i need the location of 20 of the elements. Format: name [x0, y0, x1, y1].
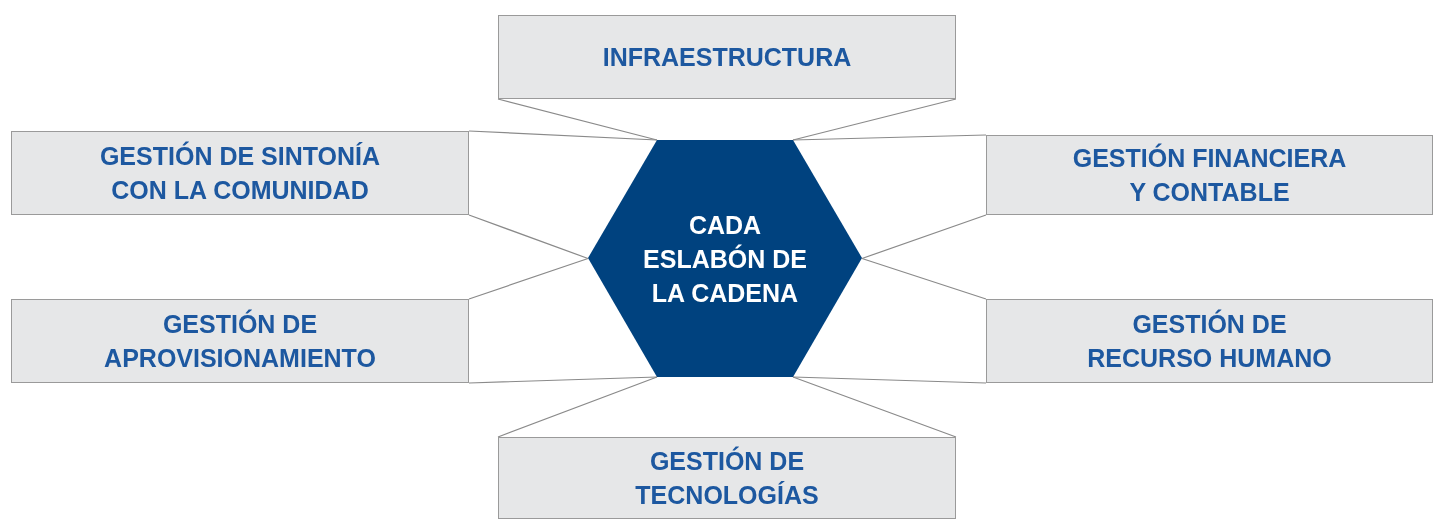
category-box: [11, 299, 469, 383]
node-label: GESTIÓN DE RECURSO HUMANO: [1086, 308, 1333, 374]
category-box: [986, 299, 1433, 383]
category-box: [11, 131, 469, 215]
connector-line: [497, 98, 957, 141]
category-box: [498, 437, 956, 519]
connector-line: [468, 257, 658, 384]
node-label: GESTIÓN DE APROVISIONAMIENTO: [103, 308, 377, 374]
node-label: INFRAESTRUCTURA: [601, 42, 853, 73]
node-label: CADA ESLABÓN DE LA CADENA: [642, 209, 808, 309]
category-box: [986, 135, 1433, 215]
node-label: GESTIÓN DE SINTONÍA CON LA COMUNIDAD: [98, 140, 382, 206]
connector-line: [468, 130, 658, 260]
node-label: GESTIÓN FINANCIERA Y CONTABLE: [1071, 142, 1348, 208]
connector-line: [497, 376, 957, 438]
node-label: GESTIÓN DE TECNOLOGÍAS: [634, 445, 820, 511]
category-box: [498, 15, 956, 99]
connector-line: [792, 257, 987, 384]
connector-line: [792, 134, 987, 260]
hexagon-node: [588, 140, 862, 377]
